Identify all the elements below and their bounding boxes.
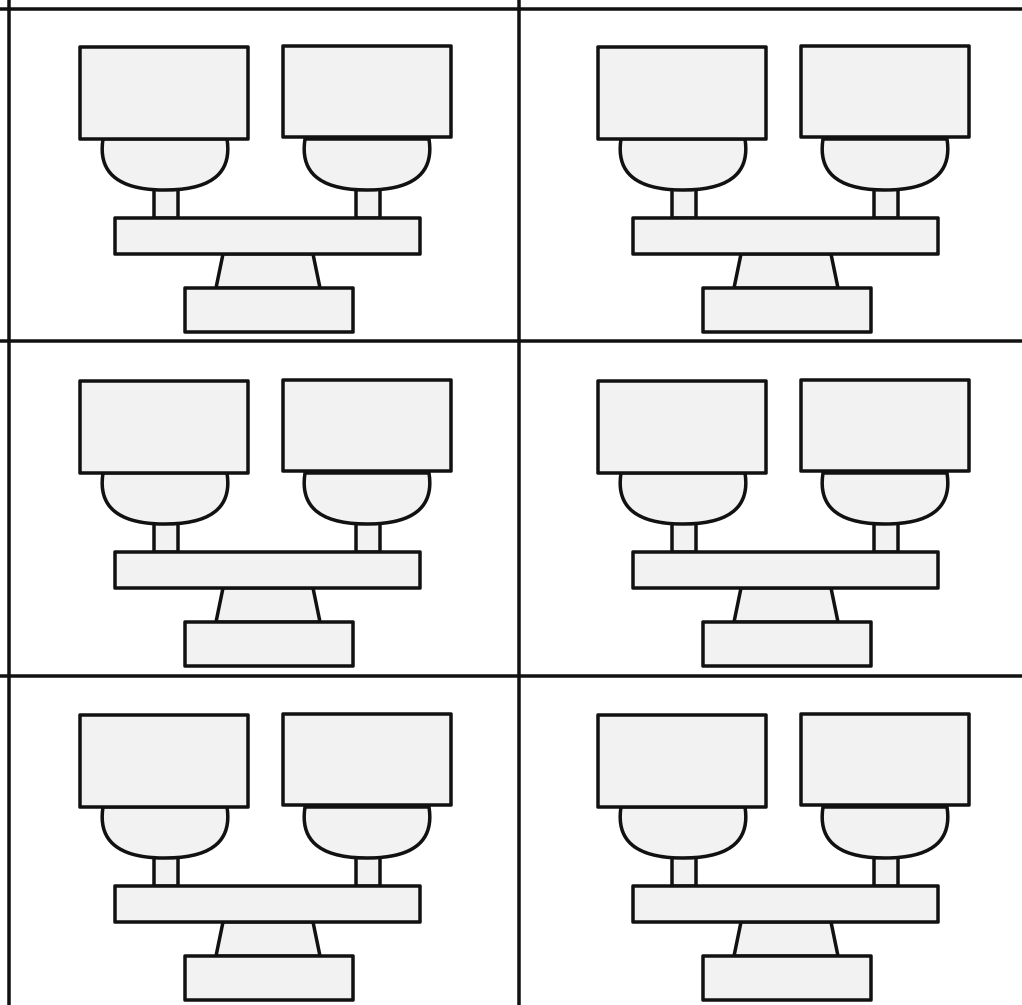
crossbar (115, 886, 420, 922)
stand (734, 254, 838, 288)
display-right (283, 714, 451, 805)
mount-left (620, 473, 746, 524)
display-right (801, 380, 969, 471)
panel-r2-c2 (598, 380, 969, 666)
display-right (801, 46, 969, 137)
panels (80, 46, 969, 1000)
base (185, 956, 353, 1000)
display-left (598, 715, 766, 807)
stand (216, 254, 320, 288)
mount-right (304, 139, 430, 190)
mount-right (822, 473, 948, 524)
display-right (801, 714, 969, 805)
stand (734, 922, 838, 956)
base (703, 622, 871, 666)
display-left (80, 715, 248, 807)
display-left (80, 47, 248, 139)
display-left (80, 381, 248, 473)
mount-right (822, 807, 948, 858)
mount-right (304, 473, 430, 524)
stand (216, 922, 320, 956)
panel-r3-c2 (598, 714, 969, 1000)
mount-left (102, 807, 228, 858)
panel-r3-c1 (80, 714, 451, 1000)
crossbar (633, 552, 938, 588)
stand (216, 588, 320, 622)
panel-r2-c1 (80, 380, 451, 666)
mount-right (304, 807, 430, 858)
mount-left (102, 139, 228, 190)
mount-right (822, 139, 948, 190)
mount-left (102, 473, 228, 524)
display-left (598, 381, 766, 473)
panel-r1-c1 (80, 46, 451, 332)
crossbar (633, 886, 938, 922)
display-left (598, 47, 766, 139)
stand (734, 588, 838, 622)
mount-left (620, 139, 746, 190)
panel-r1-c2 (598, 46, 969, 332)
crossbar (115, 218, 420, 254)
base (703, 288, 871, 332)
mount-left (620, 807, 746, 858)
crossbar (115, 552, 420, 588)
display-right (283, 380, 451, 471)
display-right (283, 46, 451, 137)
base (703, 956, 871, 1000)
crossbar (633, 218, 938, 254)
base (185, 288, 353, 332)
base (185, 622, 353, 666)
